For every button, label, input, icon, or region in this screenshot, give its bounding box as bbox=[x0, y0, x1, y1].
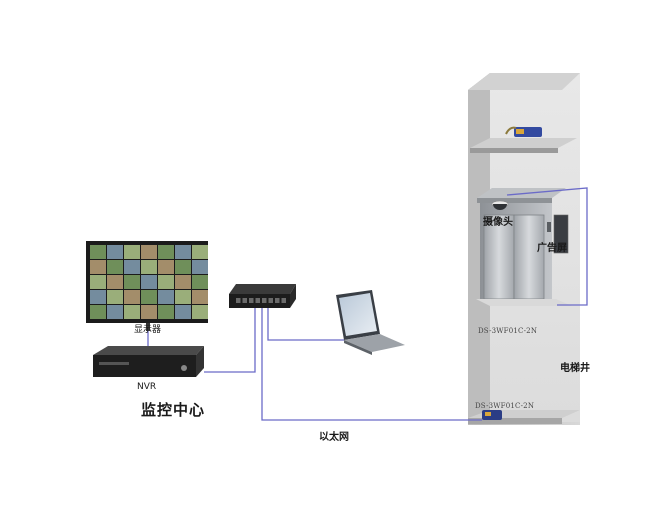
cabin-cable bbox=[506, 187, 588, 306]
camera-thumbnail bbox=[175, 290, 191, 304]
nvr-recorder bbox=[93, 346, 204, 377]
laptop-screen bbox=[339, 293, 377, 336]
monitor-label: 显示器 bbox=[134, 325, 162, 335]
network-switch bbox=[229, 284, 296, 308]
camera-thumbnail bbox=[192, 290, 208, 304]
elevator-shaft bbox=[468, 73, 580, 425]
camera-label: 摄像头 bbox=[483, 217, 513, 228]
switch-side bbox=[290, 284, 296, 308]
nvr-label: NVR bbox=[137, 382, 157, 392]
camera-thumbnail bbox=[158, 275, 174, 289]
bridge-device-top bbox=[505, 126, 542, 137]
switch-port bbox=[281, 298, 286, 303]
camera-thumbnail bbox=[158, 245, 174, 259]
elevator-door-right bbox=[513, 214, 545, 300]
nvr-power-button bbox=[181, 365, 187, 371]
camera-thumbnail bbox=[124, 305, 140, 319]
camera-thumbnail bbox=[141, 290, 157, 304]
video-wall-monitor bbox=[86, 241, 208, 331]
laptop-base-edge bbox=[344, 340, 372, 355]
nvr-front bbox=[93, 355, 196, 377]
camera-thumbnail bbox=[107, 260, 123, 274]
ad-screen-label: 广告屏 bbox=[537, 243, 567, 254]
switch-ports bbox=[236, 298, 286, 303]
camera-thumbnail bbox=[175, 305, 191, 319]
nvr-side bbox=[196, 346, 204, 377]
switch-port bbox=[236, 298, 241, 303]
camera-thumbnail bbox=[141, 305, 157, 319]
camera-thumbnail bbox=[107, 305, 123, 319]
upper-shelf-edge bbox=[470, 148, 558, 153]
camera-thumbnail bbox=[107, 245, 123, 259]
bridge-model-top-label: DS-3WF01C-2N bbox=[478, 327, 538, 335]
monitor-stand bbox=[146, 323, 150, 331]
switch-port bbox=[249, 298, 254, 303]
elevator-shaft-label: 电梯井 bbox=[560, 363, 590, 374]
ethernet-label: 以太网 bbox=[319, 432, 349, 443]
camera-thumbnail bbox=[158, 305, 174, 319]
upper-shelf bbox=[470, 138, 577, 148]
cabin-floor bbox=[476, 299, 572, 306]
ethernet-cables bbox=[204, 308, 482, 421]
laptop bbox=[336, 290, 405, 355]
camera-thumbnail bbox=[192, 305, 208, 319]
nvr-slot bbox=[99, 362, 129, 365]
camera-thumbnail bbox=[90, 305, 106, 319]
camera-thumbnail bbox=[107, 275, 123, 289]
switch-top bbox=[229, 284, 296, 294]
elevator-button-panel bbox=[547, 222, 551, 232]
shaft-left-wall bbox=[468, 73, 490, 425]
switch-port bbox=[255, 298, 260, 303]
bridge-model-bottom-label: DS-3WF01C-2N bbox=[475, 402, 535, 410]
cabin-roof bbox=[477, 188, 566, 198]
camera-thumbnail bbox=[175, 275, 191, 289]
ad-screen-device bbox=[553, 214, 569, 254]
camera-thumbnail bbox=[90, 245, 106, 259]
laptop-base bbox=[344, 334, 405, 352]
camera-thumbnail bbox=[141, 245, 157, 259]
bridge-device-bottom bbox=[482, 410, 502, 420]
camera-thumbnail bbox=[175, 245, 191, 259]
switch-port bbox=[268, 298, 273, 303]
control-center-label: 监控中心 bbox=[141, 401, 206, 419]
camera-thumbnail bbox=[192, 275, 208, 289]
switch-nvr-cable bbox=[204, 308, 256, 373]
camera-thumbnail bbox=[124, 290, 140, 304]
camera-thumbnail bbox=[124, 275, 140, 289]
switch-shaft-cable bbox=[261, 308, 482, 421]
camera-thumbnail bbox=[107, 290, 123, 304]
camera-thumbnail bbox=[158, 260, 174, 274]
shaft-pit-edge bbox=[468, 418, 562, 424]
camera-thumbnail bbox=[90, 260, 106, 274]
camera-thumbnail bbox=[124, 260, 140, 274]
camera-thumbnail bbox=[90, 275, 106, 289]
switch-port bbox=[262, 298, 267, 303]
switch-laptop-cable bbox=[267, 308, 344, 341]
camera-thumbnail bbox=[192, 245, 208, 259]
camera-thumbnail bbox=[124, 245, 140, 259]
camera-thumbnail bbox=[158, 290, 174, 304]
switch-port bbox=[275, 298, 280, 303]
camera-thumbnail bbox=[192, 260, 208, 274]
monitor-thumbnail-grid bbox=[90, 245, 208, 319]
camera-thumbnail bbox=[90, 290, 106, 304]
switch-port bbox=[242, 298, 247, 303]
dome-camera bbox=[491, 200, 509, 210]
shaft-top-cap bbox=[468, 73, 580, 90]
camera-thumbnail bbox=[141, 260, 157, 274]
cabin-roof-edge bbox=[477, 198, 552, 203]
nvr-top bbox=[93, 346, 204, 355]
camera-thumbnail bbox=[141, 275, 157, 289]
camera-thumbnail bbox=[175, 260, 191, 274]
